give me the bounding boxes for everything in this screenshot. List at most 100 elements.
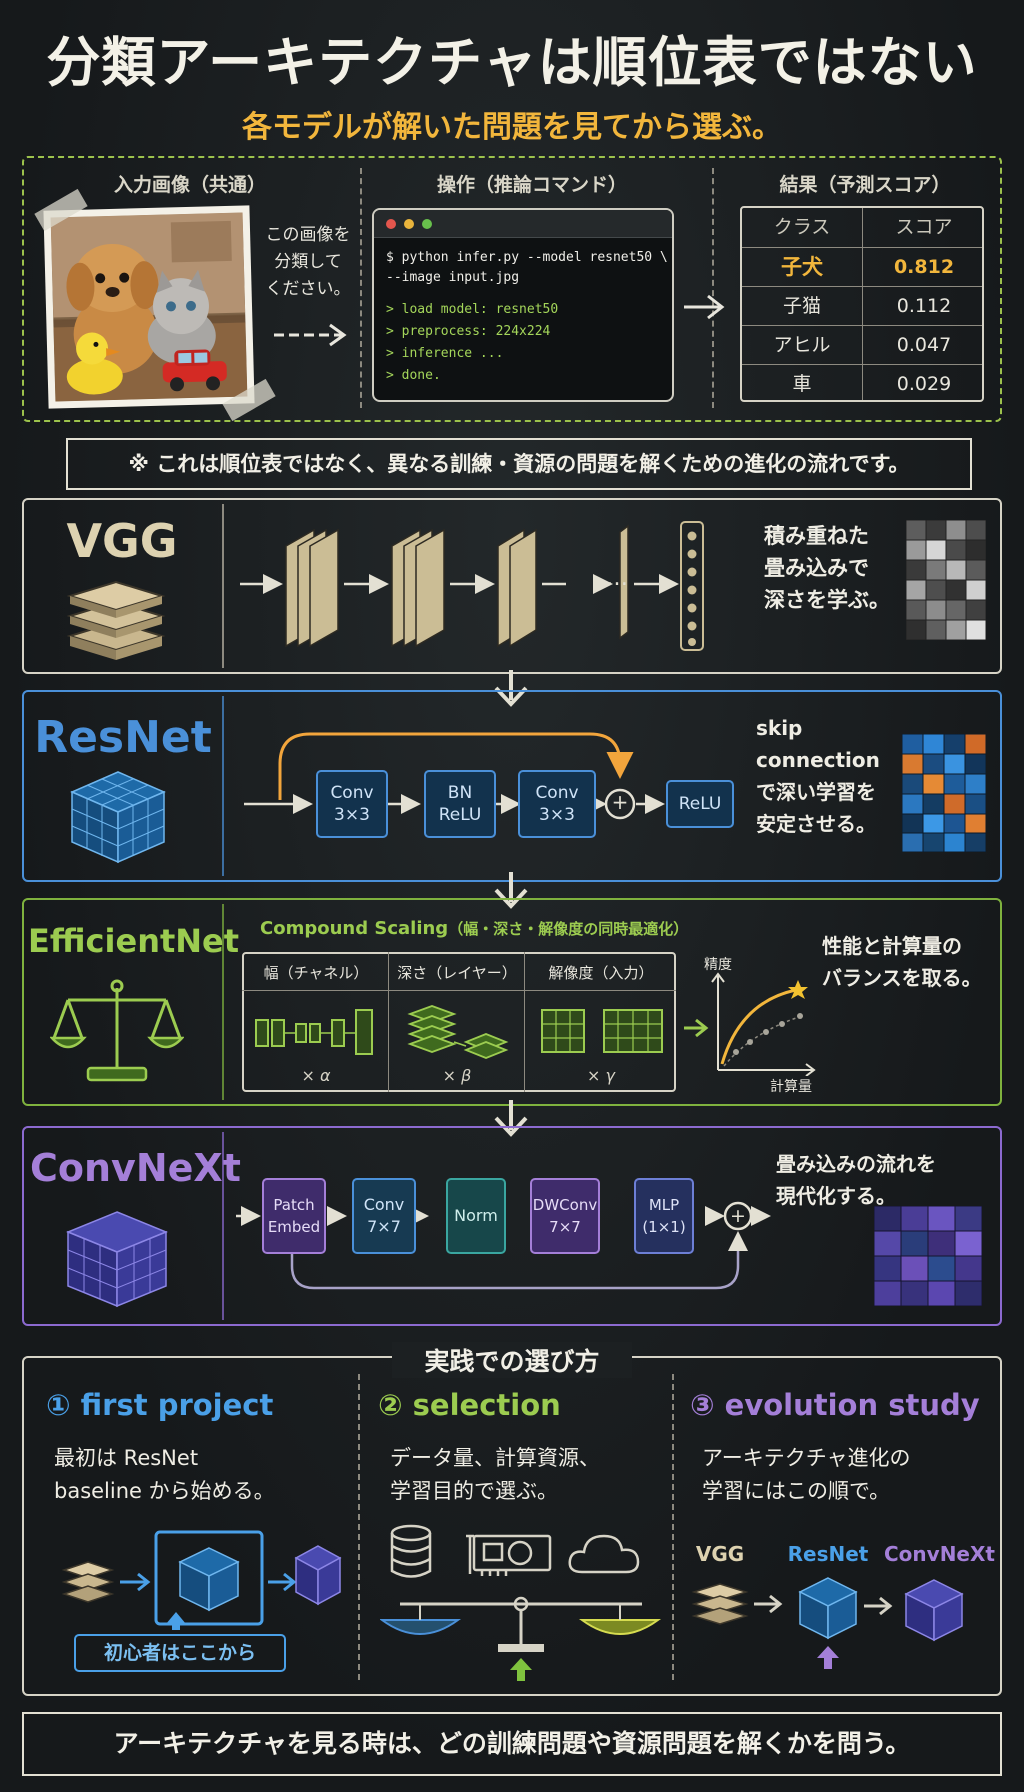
terminal-titlebar xyxy=(374,210,672,238)
classify-hint: この画像を 分類して ください。 xyxy=(265,225,351,299)
evolution-study-title: ③ evolution study xyxy=(690,1388,980,1422)
practice-divider xyxy=(358,1374,360,1680)
compound-scaling-title: Compound Scaling（幅・深さ・解像度の同時最適化） xyxy=(260,918,689,939)
table-row: 車 0.029 xyxy=(742,364,982,400)
table-header-class: クラス xyxy=(773,216,831,238)
vgg-diagram xyxy=(240,521,704,651)
table-row: 子犬 0.812 xyxy=(742,247,982,286)
evolution-study-description: アーキテクチャ進化の 学習にはこの順で。 xyxy=(702,1446,911,1503)
depth-factor: × β xyxy=(442,1066,472,1085)
arrow-right-icon xyxy=(274,323,347,347)
down-arrow-icon xyxy=(494,1100,528,1137)
balance-scale-icon xyxy=(50,979,184,1082)
first-project-title: ① first project xyxy=(46,1388,274,1422)
scaling-width-label: 幅（チャネル） xyxy=(263,964,369,982)
divider-2 xyxy=(712,168,714,408)
convnext-plus: + xyxy=(730,1205,746,1227)
table-col-divider xyxy=(862,208,863,400)
input-photo xyxy=(43,205,255,409)
convnext-cube-icon xyxy=(66,1211,168,1308)
resnet-divider xyxy=(222,696,224,876)
vgg-feature-map xyxy=(906,520,986,640)
vgg-divider xyxy=(222,504,224,668)
resnet-conv-block: Conv 3×3 xyxy=(316,770,388,838)
dwconv-block: DWConv 7×7 xyxy=(530,1178,600,1254)
input-image-label: 入力画像（共通） xyxy=(113,174,266,196)
practice-divider xyxy=(672,1374,674,1680)
resnet-conv-block: Conv 3×3 xyxy=(518,770,596,838)
terminal-output: > preprocess: 224x224 xyxy=(386,324,551,339)
evo-label-resnet: ResNet xyxy=(787,1542,869,1566)
down-arrow-icon xyxy=(494,670,528,707)
layer-stack-icon xyxy=(66,580,166,660)
resnet-feature-map xyxy=(902,734,986,852)
evo-label-vgg: VGG xyxy=(695,1542,745,1566)
input-section-frame xyxy=(22,156,1002,422)
notice-banner: ※ これは順位表ではなく、異なる訓練・資源の問題を解くための進化の流れです。 xyxy=(66,438,972,490)
score-table: クラス スコア 子犬 0.812 子猫 0.112 アヒル 0.047 車 0.… xyxy=(740,206,984,402)
up-arrow-icon xyxy=(166,1612,186,1630)
database-icon xyxy=(390,1524,432,1578)
vgg-ellipsis: … xyxy=(606,566,628,591)
resolution-factor: × γ xyxy=(587,1066,615,1085)
scaling-resolution-label: 解像度（入力） xyxy=(548,964,654,982)
terminal-output: > load model: resnet50 xyxy=(386,302,559,317)
beginner-badge: 初心者はここから xyxy=(74,1634,286,1672)
resnet-bn-relu-block: BN ReLU xyxy=(424,770,496,838)
down-arrow-icon xyxy=(494,872,528,909)
bottom-summary: アーキテクチャを見る時は、どの訓練問題や資源問題を解くかを問う。 xyxy=(22,1712,1002,1776)
scaling-depth-label: 深さ（レイヤー） xyxy=(397,964,517,982)
evo-label-convnext: ConvNeXt xyxy=(884,1542,995,1566)
selection-description: データ量、計算資源、 学習目的で選ぶ。 xyxy=(390,1446,600,1503)
patch-embed-block: Patch Embed xyxy=(262,1178,326,1254)
mlp-block: MLP (1×1) xyxy=(634,1178,694,1254)
close-dot-icon xyxy=(386,219,396,229)
page-subtitle: 各モデルが解いた問題を見てから選ぶ。 xyxy=(242,110,782,145)
divider-1 xyxy=(360,168,362,408)
evolution-flow xyxy=(691,1577,964,1669)
table-row: アヒル 0.047 xyxy=(742,325,982,364)
tradeoff-x-label: 計算量 xyxy=(770,1079,812,1095)
arrow-right-icon xyxy=(684,1018,709,1038)
scaling-col-divider xyxy=(388,952,389,1092)
width-factor: × α xyxy=(301,1066,331,1085)
page-title: 分類アーキテクチャは順位表ではない xyxy=(46,31,978,94)
scaling-col-divider xyxy=(524,952,525,1092)
terminal-output: > inference ... xyxy=(386,346,504,361)
tradeoff-y-label: 精度 xyxy=(704,957,732,973)
resnet-name: ResNet xyxy=(34,712,212,763)
convnext-section xyxy=(22,1126,1002,1326)
first-project-flow xyxy=(61,1530,342,1626)
resolution-scaling-icon xyxy=(541,1009,663,1053)
vgg-description: 積み重ねた 畳み込みで 深さを学ぶ。 xyxy=(764,524,890,612)
resnet-cube-icon xyxy=(70,771,166,864)
conv7-block: Conv 7×7 xyxy=(352,1178,416,1254)
norm-block: Norm xyxy=(446,1178,506,1254)
cloud-icon xyxy=(568,1534,640,1574)
resnet-relu-block: ReLU xyxy=(666,780,734,828)
maximize-dot-icon xyxy=(422,219,432,229)
operation-label: 操作（推論コマンド） xyxy=(436,174,627,196)
terminal-window: $ python infer.py --model resnet50 \ --i… xyxy=(372,208,674,402)
compound-scaling-box xyxy=(242,952,676,1092)
width-scaling-icon xyxy=(255,1009,373,1055)
efficientnet-divider xyxy=(222,904,224,1100)
first-project-description: 最初は ResNet baseline から始める。 xyxy=(54,1446,275,1503)
depth-scaling-icon xyxy=(407,1005,509,1059)
convnext-feature-map xyxy=(874,1206,982,1306)
convnext-diagram xyxy=(236,1201,771,1290)
gpu-icon xyxy=(466,1534,552,1576)
terminal-command: $ python infer.py --model resnet50 \ xyxy=(386,250,668,265)
vgg-name: VGG xyxy=(66,514,178,568)
terminal-output: > done. xyxy=(386,368,441,383)
arrow-right-icon xyxy=(684,294,725,320)
convnext-divider xyxy=(222,1132,224,1320)
resnet-diagram xyxy=(244,732,665,820)
resnet-description: skip connection で深い学習を 安定させる。 xyxy=(756,716,880,836)
convnext-description: 畳み込みの流れを 現代化する。 xyxy=(776,1152,936,1208)
scaling-header-divider xyxy=(242,990,676,991)
terminal-command-cont: --image input.jpg xyxy=(386,270,520,285)
resnet-plus: + xyxy=(611,790,629,814)
selection-title: ② selection xyxy=(378,1388,561,1422)
table-row: 子猫 0.112 xyxy=(742,286,982,325)
